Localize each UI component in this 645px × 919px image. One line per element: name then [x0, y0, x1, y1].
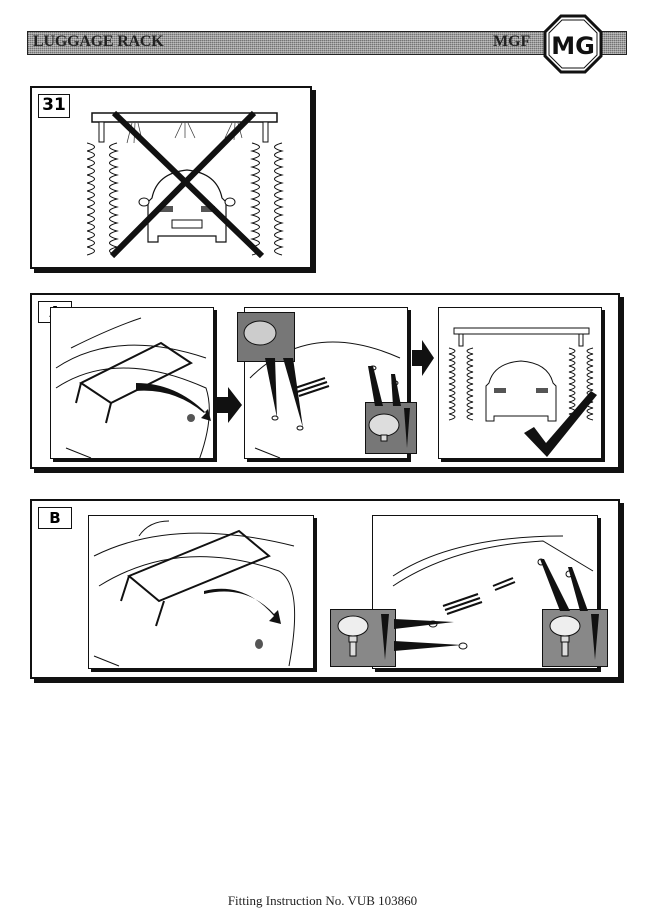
step-remove-rack — [88, 515, 314, 669]
stud-detail-inset — [542, 609, 608, 667]
figure-label: 31 — [38, 94, 70, 118]
cap-detail-inset — [237, 312, 295, 362]
page-title: LUGGAGE RACK — [33, 33, 164, 50]
checkmark-icon — [519, 388, 599, 458]
pointer-arrows — [265, 358, 315, 438]
step-car-wash-ok — [438, 307, 602, 459]
figure-b: B — [30, 499, 620, 679]
luggage-rack-illustration — [93, 520, 296, 667]
footer-instruction-number: Fitting Instruction No. VUB 103860 — [227, 893, 418, 908]
logo-text: MG — [551, 32, 595, 60]
figure-31: 31 — [30, 86, 312, 269]
stud-detail-inset — [330, 609, 396, 667]
model-name: MGF — [493, 33, 531, 50]
car-wash-illustration — [448, 327, 594, 422]
figure-label: B — [38, 507, 72, 529]
pointer-arrows — [363, 366, 403, 406]
arrow-right-icon — [216, 387, 242, 423]
luggage-rack-illustration — [55, 317, 211, 458]
arrow-right-icon — [412, 340, 434, 376]
step-fit-caps — [237, 307, 417, 459]
step-remove-rack — [50, 307, 214, 459]
mg-logo: MG — [543, 14, 603, 74]
figure-a: A — [30, 293, 620, 469]
car-wash-illustration — [87, 108, 297, 258]
pointer-arrows — [540, 559, 600, 611]
header-bar — [27, 31, 627, 55]
cap-detail-inset — [365, 402, 417, 454]
prohibited-cross-icon — [102, 108, 282, 258]
pointer-arrows — [394, 619, 464, 659]
